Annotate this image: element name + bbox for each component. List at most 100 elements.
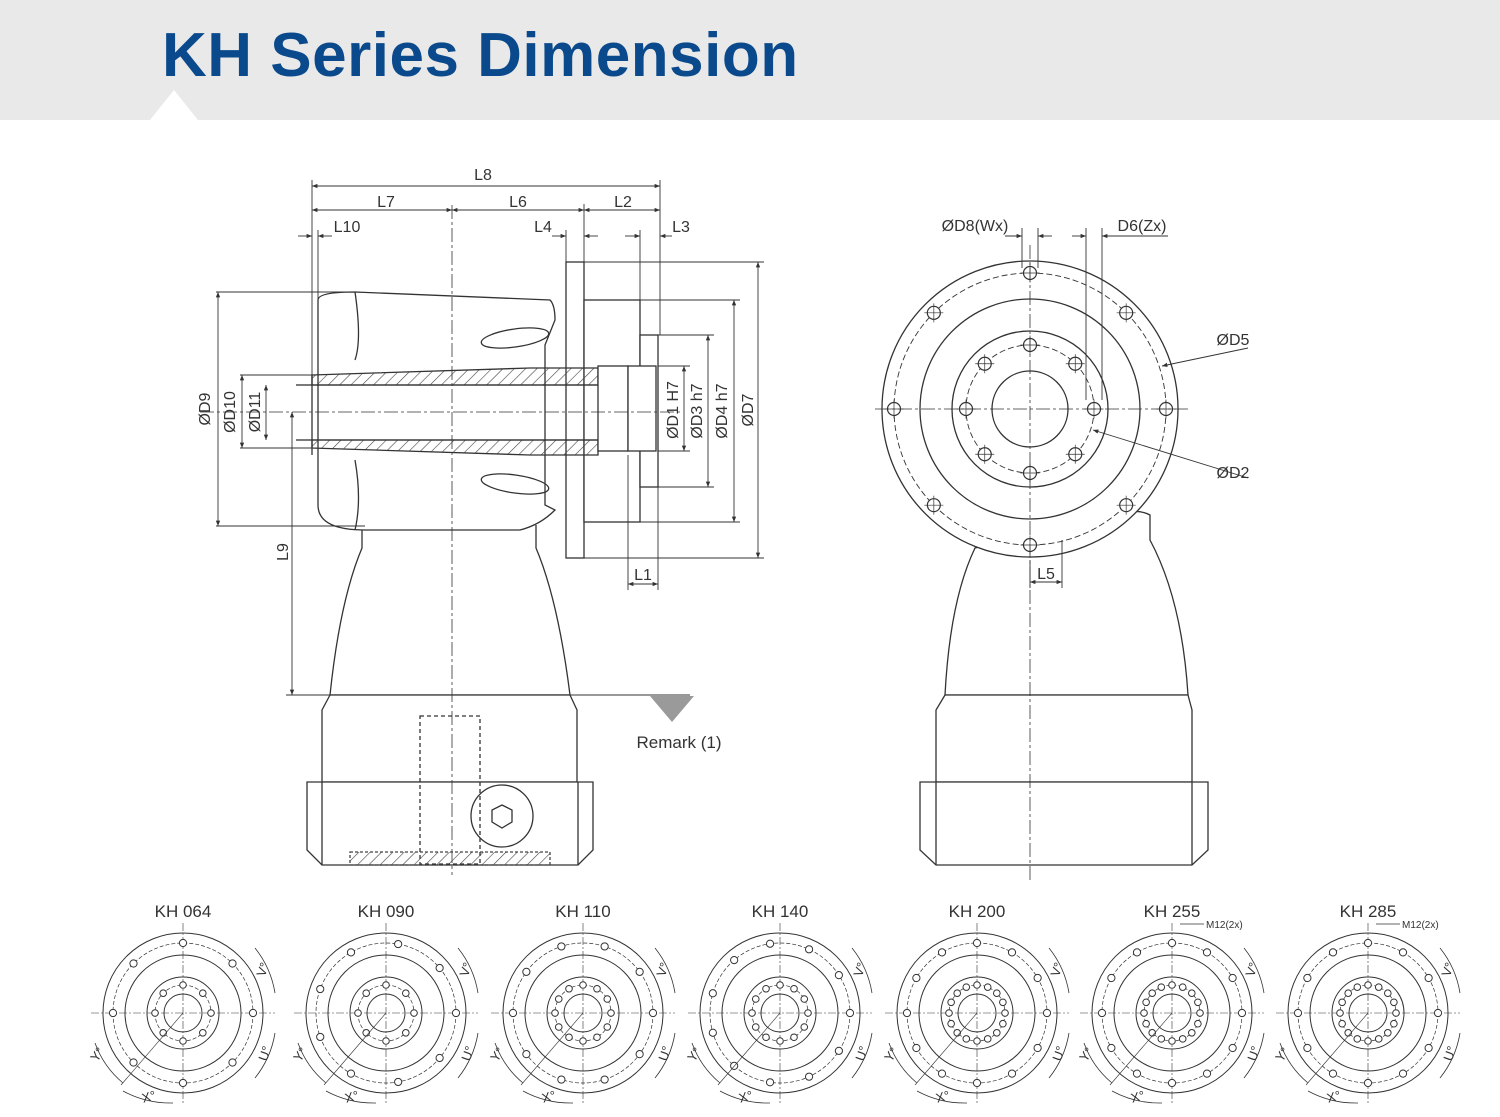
bolt-hole: [207, 1009, 215, 1017]
dim-d11: ØD11: [247, 392, 264, 433]
variant-note: M12(2x): [1402, 920, 1439, 931]
dimension-drawing: L8 L7 L6 L2 L10 L4 L3 L1 ØD9 ØD10 ØD11 L…: [87, 167, 1461, 1106]
bolt-hole: [1194, 1019, 1202, 1028]
bolt-hole: [912, 1043, 921, 1053]
bolt-hole: [179, 981, 187, 989]
bolt-hole: [762, 984, 770, 993]
dim-d9: ØD9: [197, 392, 214, 425]
bolt-hole: [108, 1008, 118, 1018]
dim-l3: L3: [672, 219, 690, 236]
bolt-hole: [316, 1032, 325, 1042]
bolt-hole: [1148, 1028, 1157, 1037]
bolt-hole: [790, 1033, 798, 1042]
bolt-hole: [1353, 983, 1362, 991]
bolt-hole: [1344, 989, 1353, 998]
bolt-hole: [947, 1019, 955, 1028]
header-band: KH Series Dimension: [0, 0, 1500, 120]
angle-label-v: V°: [1242, 960, 1261, 978]
bolt-hole: [1328, 1069, 1338, 1078]
bolt-hole: [992, 1028, 1001, 1037]
bolt-hole: [1157, 1035, 1166, 1043]
bolt-hole: [1007, 948, 1017, 957]
bolt-hole: [1187, 1028, 1196, 1037]
bolt-hole: [603, 995, 612, 1003]
bolt-hole: [962, 1035, 971, 1043]
bolt-hole: [1228, 973, 1237, 983]
bolt-hole: [1142, 1019, 1150, 1028]
bolt-hole: [179, 1037, 187, 1045]
dim-d2: ØD2: [1217, 465, 1250, 482]
bolt-hole: [1364, 1037, 1372, 1045]
bolt-hole: [1374, 983, 1383, 991]
variant-label: KH 090: [358, 902, 415, 921]
bolt-hole: [522, 967, 531, 976]
bolt-hole: [1148, 989, 1157, 998]
bolt-hole: [1202, 1069, 1212, 1078]
bolt-hole: [565, 984, 573, 993]
variant-label: KH 285: [1340, 902, 1397, 921]
bolt-hole: [972, 938, 982, 948]
bolt-hole: [1338, 998, 1346, 1007]
bolt-hole: [401, 1028, 410, 1037]
bolt-hole: [401, 989, 410, 998]
bolt-hole: [983, 983, 992, 991]
bolt-hole: [1168, 1037, 1176, 1045]
dim-l5: L5: [1037, 566, 1055, 583]
bolt-hole: [912, 973, 921, 983]
dim-l8: L8: [474, 167, 492, 184]
dim-d5: ØD5: [1217, 332, 1250, 349]
bolt-hole: [973, 1037, 981, 1045]
bolt-hole: [382, 1037, 390, 1045]
bolt-hole: [635, 1050, 644, 1059]
bolt-hole: [178, 1078, 188, 1088]
output-housing: [317, 291, 557, 531]
angle-label-u: U°: [255, 1044, 274, 1063]
bolt-hole: [962, 983, 971, 991]
bolt-hole: [1328, 948, 1338, 957]
bolt-hole: [804, 945, 814, 954]
output-flange: [565, 261, 585, 559]
bolt-hole: [1338, 1019, 1346, 1028]
bolt-hole: [151, 1009, 159, 1017]
bolt-hole: [1107, 973, 1116, 983]
angle-label-x: X°: [1325, 1088, 1342, 1106]
bolt-hole: [973, 981, 981, 989]
bolt-hole: [1390, 1019, 1398, 1028]
bolt-hole: [1398, 948, 1408, 957]
bolt-hole: [708, 1028, 717, 1037]
angle-label-x: X°: [343, 1088, 360, 1106]
side-view: [296, 261, 659, 866]
bolt-hole: [1187, 989, 1196, 998]
bolt-hole: [593, 1033, 601, 1042]
bolt-hole: [845, 1008, 855, 1018]
bolt-hole: [1178, 983, 1187, 991]
bolt-hole: [554, 1023, 563, 1031]
bolt-hole: [953, 1028, 962, 1037]
bolt-hole: [1202, 948, 1212, 957]
bolt-hole: [1390, 998, 1398, 1007]
bolt-hole: [983, 1035, 992, 1043]
angle-label-u: U°: [852, 1044, 871, 1063]
dim-l4: L4: [534, 219, 552, 236]
bolt-hole: [776, 981, 784, 989]
angle-label-x: X°: [1129, 1088, 1146, 1106]
bolt-hole: [1433, 1008, 1443, 1018]
bolt-hole: [1033, 973, 1042, 983]
bolt-hole: [593, 984, 601, 993]
bolt-hole: [1383, 1028, 1392, 1037]
bolt-hole: [1001, 1009, 1009, 1017]
bolt-hole: [435, 963, 444, 973]
dim-d1: ØD1 H7: [665, 381, 682, 439]
bolt-hole: [751, 995, 760, 1003]
hex-socket-outer: [470, 784, 534, 848]
bolt-hole: [1007, 1069, 1017, 1078]
bolt-hole: [947, 998, 955, 1007]
bolt-hole: [565, 1033, 573, 1042]
angle-label-u: U°: [1049, 1044, 1068, 1063]
bolt-hole: [1228, 1043, 1237, 1053]
bolt-hole: [953, 989, 962, 998]
bolt-hole: [635, 967, 644, 976]
